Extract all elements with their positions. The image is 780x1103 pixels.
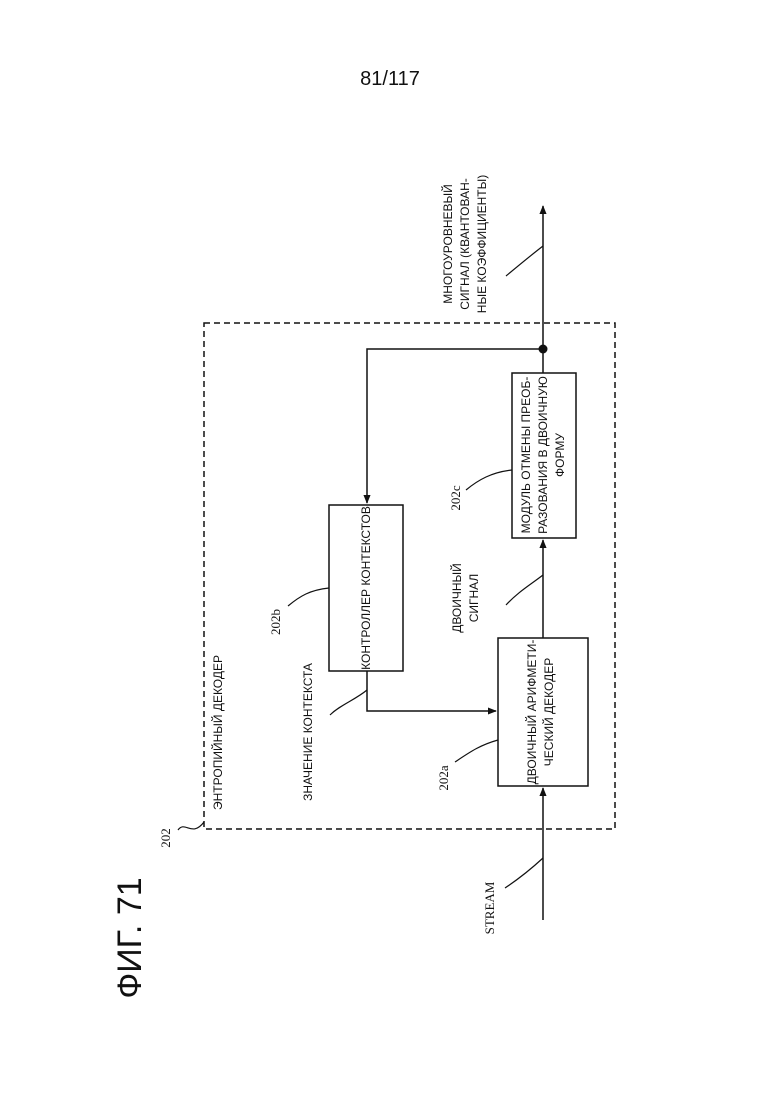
binary-signal-label-leader (506, 575, 543, 605)
context-value-line (367, 671, 496, 711)
figure-label: ФИГ. 71 (111, 877, 149, 998)
stream-label: STREAM (482, 881, 497, 934)
debinarizer-ref-leader (466, 470, 512, 490)
stream-label-leader (505, 858, 543, 888)
multilevel-signal-label-leader (506, 246, 543, 276)
binary-arithmetic-decoder-ref: 202a (436, 765, 451, 791)
binary-signal-label-line-1: ДВОИЧНЫЙ (449, 563, 464, 633)
multilevel-signal-label-line-3: НЫЕ КОЭФФИЦИЕНТЫ) (475, 175, 489, 313)
binary-signal-label-line-2: СИГНАЛ (467, 574, 481, 623)
container-ref-leader (178, 822, 204, 830)
container-ref: 202 (158, 828, 173, 848)
context-controller-label: КОНТРОЛЛЕР КОНТЕКСТОВ (359, 506, 373, 670)
context-value-label-leader (330, 690, 367, 715)
debinarizer-ref: 202c (448, 485, 463, 511)
context-controller-ref: 202b (268, 609, 283, 635)
multilevel-signal-label-line-2: СИГНАЛ (КВАНТОВАН- (458, 178, 472, 310)
debinarizer-line-3: ФОРМУ (553, 433, 567, 477)
binary-arithmetic-decoder-line-1: ДВОИЧНЫЙ АРИФМЕТИ- (524, 640, 539, 785)
binary-arithmetic-decoder-ref-leader (455, 740, 498, 762)
debinarizer-line-1: МОДУЛЬ ОТМЕНЫ ПРЕОБ- (519, 377, 533, 534)
binary-arithmetic-decoder-line-2: ЧЕСКИЙ ДЕКОДЕР (541, 658, 556, 766)
multilevel-signal-label-line-1: МНОГОУРОВНЕВЫЙ (440, 184, 455, 304)
debinarizer-line-2: РАЗОВАНИЯ В ДВОИЧНУЮ (536, 376, 550, 534)
container-label: ЭНТРОПИЙНЫЙ ДЕКОДЕР (210, 655, 225, 810)
context-value-label: ЗНАЧЕНИЕ КОНТЕКСТА (301, 663, 315, 801)
context-controller-ref-leader (288, 588, 329, 606)
